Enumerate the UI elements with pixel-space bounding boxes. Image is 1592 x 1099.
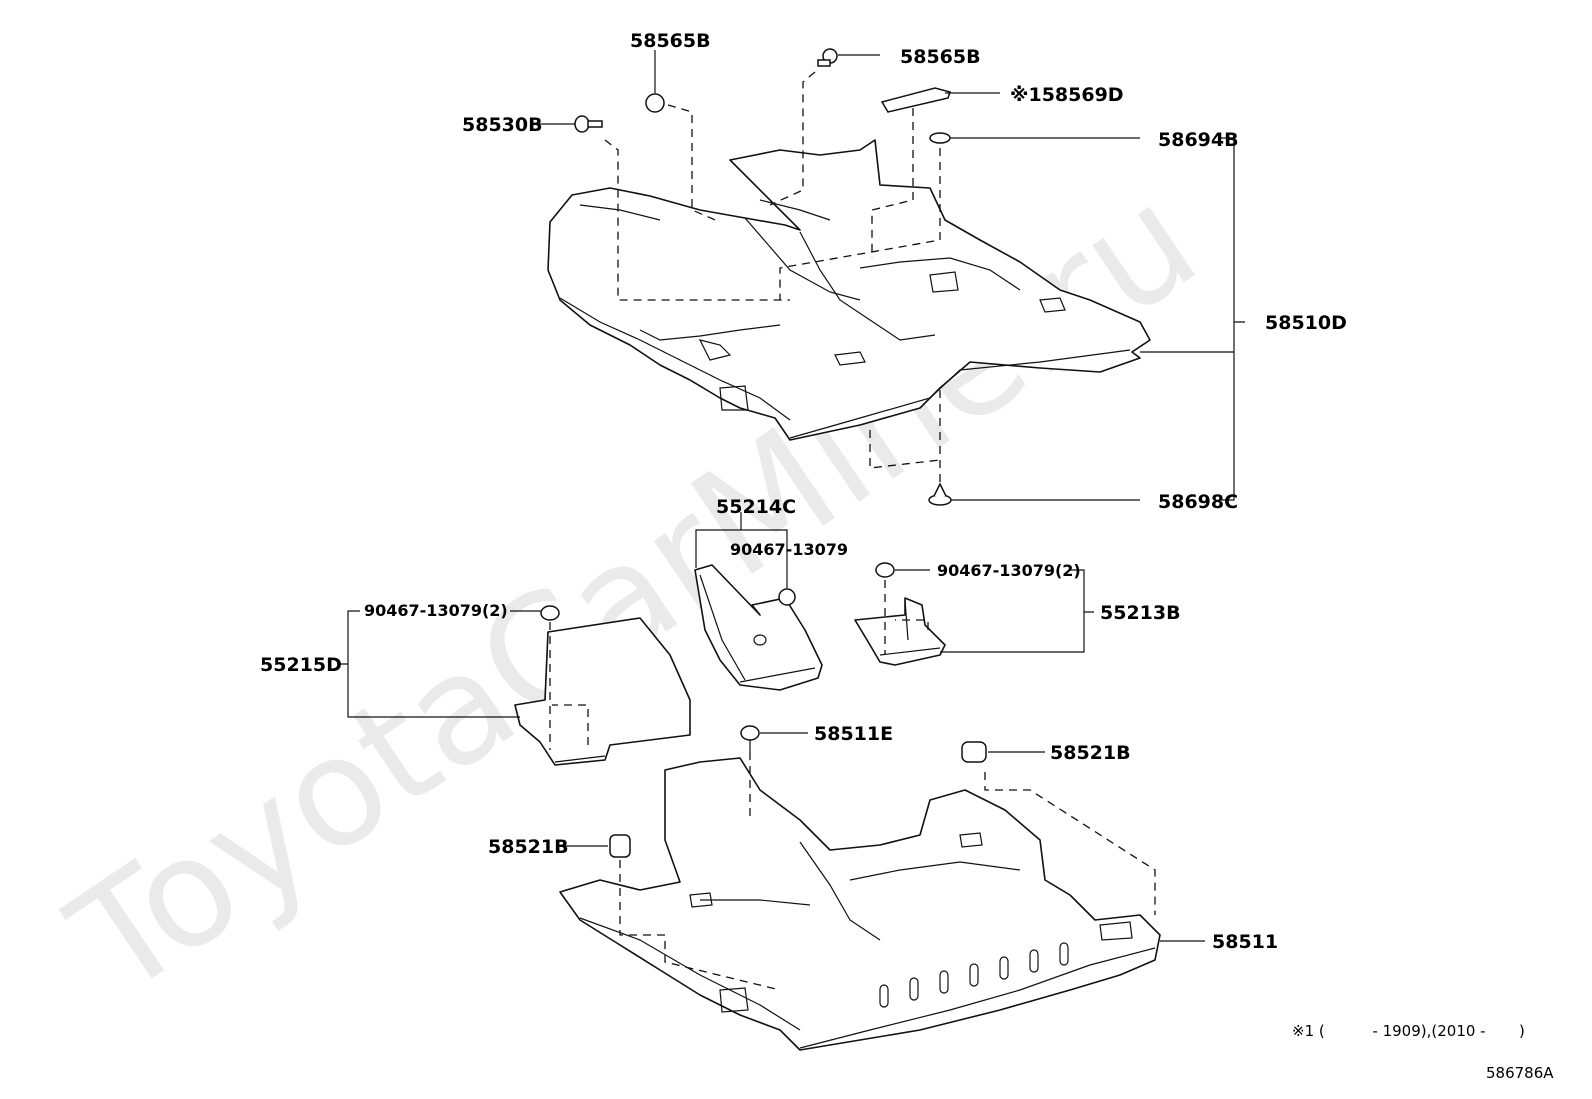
bracket-55213B <box>940 569 1094 653</box>
left-pad-55215D <box>514 617 691 766</box>
label-58565B-top: 58565B <box>630 30 711 52</box>
guide-58694B <box>779 148 941 300</box>
clip-58694B-icon <box>929 132 951 144</box>
right-pad-55213B <box>854 597 946 666</box>
diagram-code: 586786A <box>1486 1064 1554 1082</box>
footnote: ※1 ( - 1909),(2010 - ) <box>1292 1022 1525 1040</box>
front-floor-carpet <box>547 139 1151 441</box>
guide-58521B-left <box>619 860 781 991</box>
label-58565B-right: 58565B <box>900 46 981 68</box>
label-58511E: 58511E <box>814 723 893 745</box>
label-90467-center: 90467-13079 <box>730 540 848 559</box>
label-90467-right: 90467-13079(2) <box>937 561 1081 580</box>
clip-90467-right-icon <box>875 562 895 578</box>
floor-silencer-58511 <box>559 757 1161 1051</box>
guide-55213B <box>884 580 929 655</box>
clip-58511E-icon <box>740 725 760 752</box>
clip-58530B-icon <box>574 115 603 133</box>
label-55215D: 55215D <box>260 654 342 676</box>
clip-90467-left-icon <box>540 605 560 621</box>
clip-58565B-top-icon <box>645 50 665 113</box>
guide-58521B-right <box>984 772 1156 915</box>
bracket-55215D <box>340 610 520 718</box>
label-58521B-right: 58521B <box>1050 742 1131 764</box>
label-58510D: 58510D <box>1265 312 1347 334</box>
clip-58521B-right-icon <box>961 741 987 763</box>
label-58530B: 58530B <box>462 114 543 136</box>
silencer-slots <box>879 942 1069 1008</box>
guide-55215D <box>549 622 589 750</box>
clip-58565B-right-icon <box>817 48 838 67</box>
label-55214C: 55214C <box>716 496 796 518</box>
guide-58565B-top <box>667 104 721 223</box>
label-58569D: ※158569D <box>1010 84 1124 106</box>
guide-58530B <box>604 139 790 301</box>
label-55213B: 55213B <box>1100 602 1181 624</box>
label-58698C: 58698C <box>1158 491 1238 513</box>
label-58511: 58511 <box>1212 931 1278 953</box>
label-58694B: 58694B <box>1158 129 1239 151</box>
bracket-58510D <box>1140 137 1245 501</box>
clip-90467-center-icon <box>778 588 796 606</box>
label-58521B-left: 58521B <box>488 836 569 858</box>
plate-58569D-icon <box>880 87 951 113</box>
label-90467-left: 90467-13079(2) <box>364 601 508 620</box>
bracket-55214C <box>695 512 788 588</box>
clip-58521B-left-icon <box>609 834 631 858</box>
center-pad-55214C <box>694 564 823 691</box>
guide-58569D <box>871 108 914 258</box>
guide-58565B-right <box>769 71 816 206</box>
guide-58698C <box>869 390 941 488</box>
